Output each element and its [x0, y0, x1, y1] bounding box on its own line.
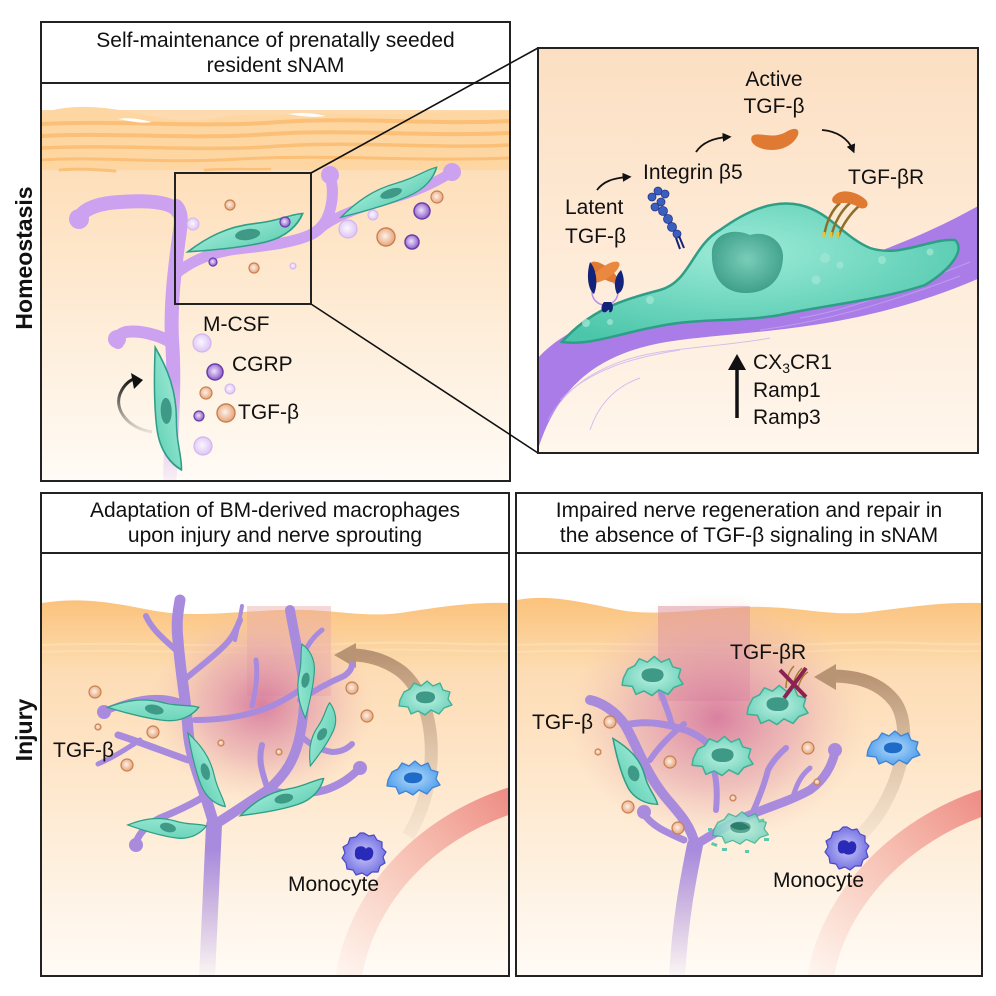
cgrp-label: CGRP	[232, 353, 293, 376]
nerve-ending	[321, 166, 339, 184]
zoom-connector-line	[310, 303, 539, 454]
gene-cx3cr1: CX3CR1	[753, 349, 832, 377]
cell-vesicles	[582, 248, 934, 327]
row-label-injury: Injury	[11, 698, 37, 762]
latent-tgfb-label-line2: TGF-β	[565, 225, 627, 248]
title-line: Self-maintenance of prenatally seeded	[96, 28, 455, 52]
cgrp-particle	[208, 257, 218, 267]
up-arrow-icon	[728, 354, 746, 370]
gene-ramp3: Ramp3	[753, 406, 821, 429]
mediator-particles	[186, 190, 444, 456]
injury-right-panel-title: Impaired nerve regeneration and repair i…	[516, 493, 982, 553]
tgfb-particle	[216, 403, 236, 423]
blood-vessel	[807, 789, 981, 975]
curved-recruitment-arrow-icon	[814, 664, 836, 690]
homeostasis-panel-title: Self-maintenance of prenatally seeded re…	[41, 22, 510, 83]
nerve-ending	[828, 743, 842, 757]
latent-tgfb-complex	[587, 261, 624, 313]
mcsf-label: M-CSF	[203, 313, 270, 336]
nerve-ending	[353, 761, 367, 775]
blood-vessel	[335, 787, 508, 975]
nerve-ending	[129, 838, 143, 852]
active-tgfb-protein	[751, 128, 799, 150]
pathway-arrow	[821, 129, 856, 154]
tgfb-label: TGF-β	[53, 739, 115, 762]
mcsf-particle	[289, 262, 297, 270]
homeostasis-panel-art	[42, 84, 509, 480]
title-line: the absence of TGF-β signaling in sNAM	[559, 524, 939, 547]
pathway-arrow	[695, 132, 732, 153]
gene-ramp1: Ramp1	[753, 378, 821, 402]
cell-nucleus	[711, 231, 784, 294]
nerve-ending	[637, 805, 651, 819]
tgfb-label: TGF-β	[532, 711, 594, 734]
nerve-ending	[69, 209, 89, 229]
injury-left-panel-art	[42, 554, 508, 975]
tgfb-particle	[376, 227, 396, 247]
self-renewal-arrow	[117, 376, 153, 434]
integrin-beta5	[647, 186, 685, 250]
cgrp-particle	[193, 410, 205, 422]
tgfb-particle	[224, 199, 236, 211]
recruitment-arrow	[831, 669, 911, 845]
curved-arrow-icon	[131, 373, 143, 389]
inset-panel-frame	[537, 47, 979, 454]
tgfb-receptor	[822, 191, 868, 239]
active-tgfb-label-line1: Active	[745, 68, 803, 91]
mcsf-particle	[338, 219, 358, 239]
zoom-region-box	[174, 172, 312, 305]
title-line: upon injury and nerve sprouting	[127, 524, 423, 547]
cgrp-particle	[279, 216, 291, 228]
cgrp-particle	[413, 202, 431, 220]
regenerating-nerve	[585, 687, 840, 975]
sprouting-nerve	[95, 594, 364, 975]
tgfb-particle	[199, 386, 213, 400]
upregulated-genes-list: CX3CR1 Ramp1 Ramp3	[753, 349, 832, 432]
skin-gap	[288, 112, 326, 117]
tgfb-particles	[594, 715, 821, 835]
mcsf-particle	[186, 217, 200, 231]
tgfb-particle	[430, 190, 444, 204]
injury-left-panel-title: Adaptation of BM-derived macrophages upo…	[41, 493, 509, 553]
cgrp-particle	[206, 363, 224, 381]
title-line: resident sNAM	[206, 53, 345, 77]
tgfb-particle	[248, 262, 260, 274]
mcsf-particle	[193, 436, 213, 456]
title-line: Impaired nerve regeneration and repair i…	[555, 499, 943, 522]
mcsf-particle	[224, 383, 236, 395]
gene-name-part: CX	[753, 351, 783, 374]
title-line: Adaptation of BM-derived macrophages	[89, 499, 461, 522]
tgfb-receptor-label: TGF-βR	[848, 166, 925, 189]
row-label-homeostasis: Homeostasis	[11, 186, 37, 330]
nerve-ending	[97, 705, 111, 719]
nerve-ending	[443, 163, 461, 181]
latent-tgfb-label-line1: Latent	[565, 196, 624, 219]
tgfb-receptor-label: TGF-βR	[730, 641, 807, 664]
dying-macrophage	[708, 811, 770, 853]
blocked-tgfb-receptor	[778, 665, 809, 700]
tgfb-particles	[88, 681, 374, 772]
tgfb-label: TGF-β	[238, 401, 300, 424]
injury-right-panel-art	[517, 554, 981, 975]
nerve-ending	[108, 330, 126, 348]
gene-subscript: 3	[782, 360, 790, 376]
integrin-label: Integrin β5	[643, 161, 743, 184]
inset-panel-art	[539, 49, 977, 452]
injury-right-panel-frame	[515, 492, 983, 977]
monocyte-label: Monocyte	[288, 873, 380, 896]
gene-name-part: CR1	[789, 351, 832, 374]
homeostasis-panel-frame	[40, 21, 511, 482]
injury-left-panel-frame	[40, 492, 510, 977]
monocyte-label: Monocyte	[773, 869, 865, 892]
zoom-connector-line	[310, 47, 539, 174]
active-tgfb-label-line2: TGF-β	[743, 95, 805, 118]
mcsf-particle	[367, 209, 379, 221]
mcsf-particle	[192, 333, 212, 353]
pathway-arrow	[596, 172, 632, 191]
cgrp-particle	[404, 234, 420, 250]
skin-stripes	[42, 118, 509, 173]
skin-gap	[118, 118, 152, 123]
